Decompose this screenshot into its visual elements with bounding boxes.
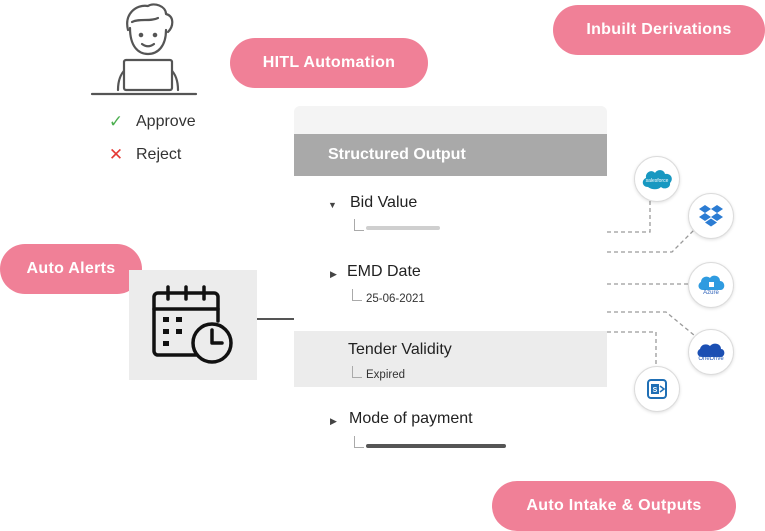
azure-icon: Azure	[688, 262, 734, 308]
field-label: Bid Value	[350, 194, 418, 211]
approve-label: Approve	[136, 113, 196, 130]
svg-text:salesforce: salesforce	[646, 178, 669, 184]
reject-label: Reject	[136, 146, 182, 163]
calendar-alert-tile	[129, 270, 257, 380]
svg-text:S: S	[653, 387, 658, 394]
caret-right-icon: ▶	[330, 416, 337, 426]
panel-title: Structured Output	[294, 134, 607, 176]
field-label: Tender Validity	[348, 341, 452, 358]
panel-body: ▼ Bid Value ▶ EMD Date 25-06-2021 Tender…	[294, 176, 607, 481]
inbuilt-derivations-badge: Inbuilt Derivations	[553, 5, 765, 55]
field-label: EMD Date	[347, 263, 421, 280]
field-label: Mode of payment	[349, 410, 473, 427]
person-laptop-icon	[90, 3, 198, 96]
field-tender-validity[interactable]: Tender Validity Expired	[294, 331, 607, 387]
field-mode-of-payment[interactable]: ▶ Mode of payment	[294, 391, 607, 481]
hitl-automation-badge: HITL Automation	[230, 38, 428, 88]
cross-icon: ✕	[108, 145, 124, 164]
alerts-connector-line	[257, 318, 295, 320]
caret-right-icon: ▶	[330, 269, 337, 279]
field-value: 25-06-2021	[366, 293, 425, 305]
caret-down-icon: ▼	[328, 200, 337, 210]
reject-option[interactable]: ✕ Reject	[106, 145, 181, 165]
onedrive-icon: OneDrive	[688, 329, 734, 375]
tree-elbow	[354, 219, 364, 231]
tree-elbow	[352, 366, 362, 378]
value-placeholder-bar	[366, 444, 506, 448]
field-value: Expired	[366, 369, 405, 381]
sharepoint-icon: S	[634, 366, 680, 412]
auto-intake-outputs-badge: Auto Intake & Outputs	[492, 481, 736, 531]
check-icon: ✓	[108, 112, 124, 131]
tree-elbow	[354, 436, 364, 448]
field-emd-date[interactable]: ▶ EMD Date 25-06-2021	[294, 246, 607, 326]
tree-elbow	[352, 289, 362, 301]
value-placeholder-bar	[366, 226, 440, 230]
dropbox-icon	[688, 193, 734, 239]
salesforce-icon: salesforce	[634, 156, 680, 202]
structured-output-panel: Structured Output ▼ Bid Value ▶ EMD Date…	[294, 106, 607, 481]
field-bid-value[interactable]: ▼ Bid Value	[294, 176, 607, 241]
approve-option[interactable]: ✓ Approve	[106, 112, 196, 132]
auto-alerts-badge: Auto Alerts	[0, 244, 142, 294]
calendar-clock-icon	[152, 285, 233, 364]
